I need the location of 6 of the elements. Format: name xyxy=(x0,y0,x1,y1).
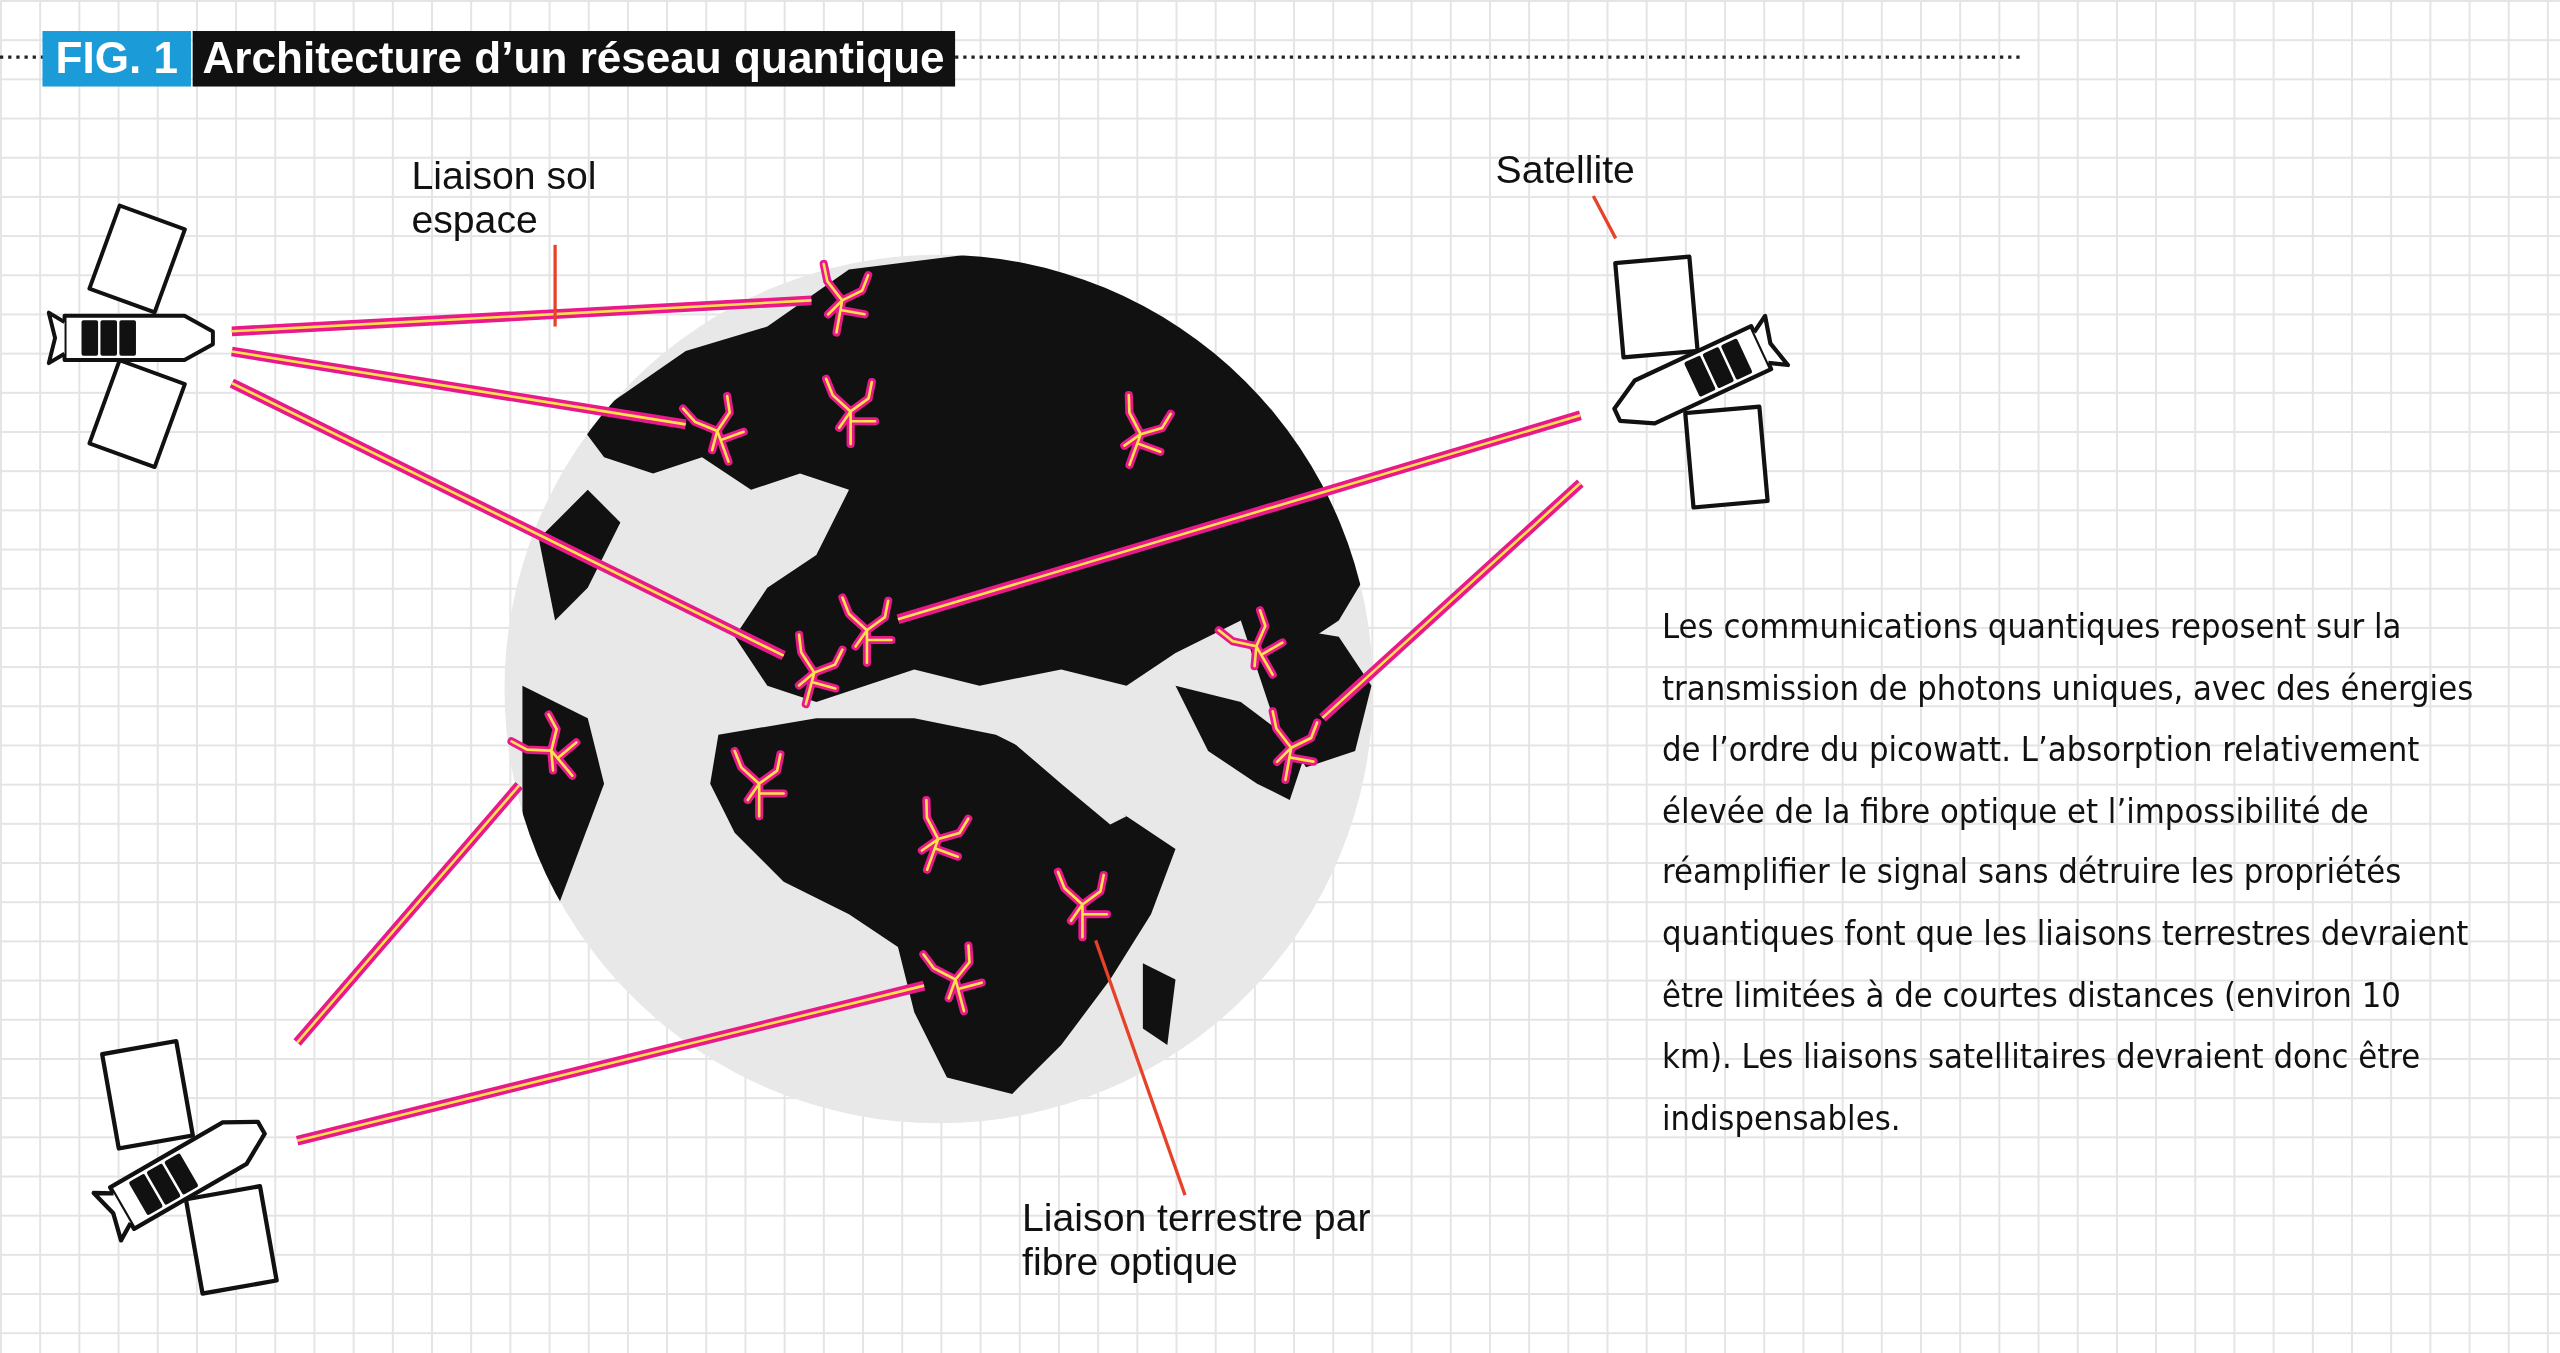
callout-label: Liaison sol espace xyxy=(411,153,598,242)
figure-number: FIG. 1 xyxy=(42,31,192,87)
explanatory-paragraph: Les communications quantiques reposent sur la transmission de photons uniques, avec des énergies de l’ordre du picowatt. L’absorption relativement élevée de la fibre optique et l’impossibilité de réamplifier le signal sans détruire les propriétés quantiques font que les liaisons terrestres devraient être limitées à de courtes distances (environ 10 km). Les liaisons satellitaires devraient donc être indispensables. xyxy=(1662,606,2475,1140)
figure-title: Architecture d’un réseau quantique xyxy=(192,31,955,87)
callout-label: Satellite xyxy=(1495,146,1636,191)
callout-label: Liaison terrestre par fibre optique xyxy=(1022,1195,1372,1284)
